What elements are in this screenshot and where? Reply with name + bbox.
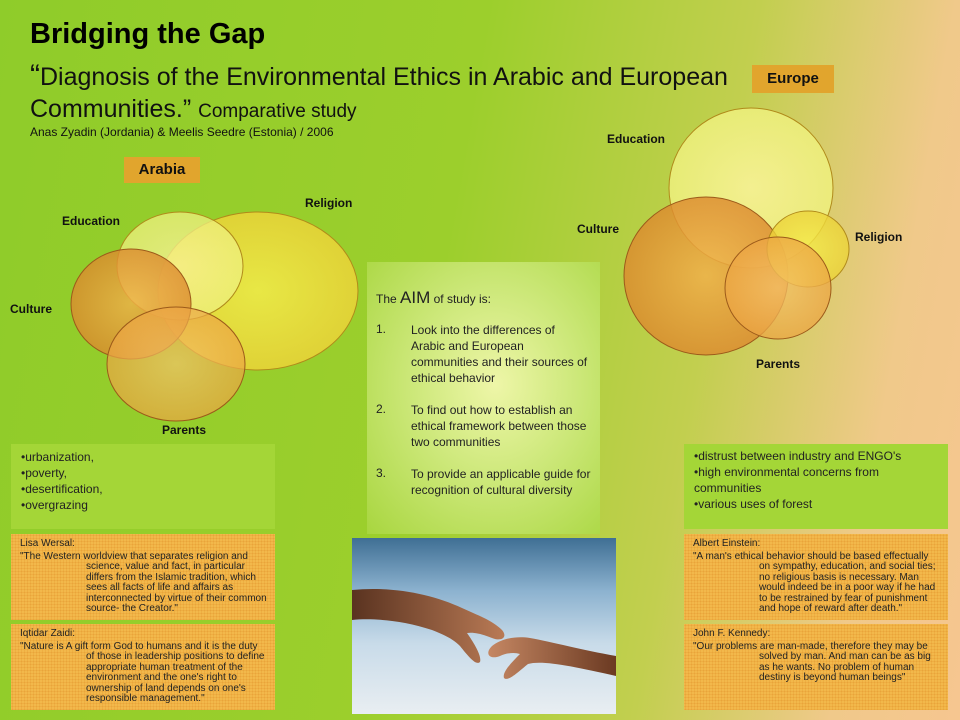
arabia-label-culture: Culture [10,302,52,316]
quote-wersal: Lisa Wersal: "The Western worldview that… [11,534,275,620]
quote-text: "Our problems are man-made, therefore th… [693,640,931,683]
arabia-label-parents: Parents [162,423,207,437]
hands-illustration [352,588,616,679]
quote-text: "Nature is A gift form God to humans and… [20,640,265,704]
quote-text: "A man's ethical behavior should be base… [693,550,936,614]
quote-author: Iqtidar Zaidi: [20,628,76,639]
issue-item: •overgrazing [21,498,88,512]
subtitle-main: Diagnosis of the Environmental Ethics in… [30,63,728,123]
subtitle-tail: Comparative study [198,101,357,122]
left-hand [352,588,505,663]
right-hand [488,637,616,679]
quote-author: Lisa Wersal: [20,538,75,549]
quote-author: Albert Einstein: [693,538,761,549]
issue-item: •urbanization, [21,450,94,464]
issue-item: •high environmental concerns from commun… [694,465,879,495]
europe-issues-box: •distrust between industry and ENGO's •h… [684,444,948,529]
quote-author: John F. Kennedy: [693,628,771,639]
arabia-label-education: Education [62,214,121,228]
issue-item: •poverty, [21,466,67,480]
hands-photo [352,538,616,714]
issue-item: •distrust between industry and ENGO's [694,449,902,463]
europe-label-education: Education [607,132,666,146]
poster-subtitle: “Diagnosis of the Environmental Ethics i… [30,60,730,128]
arabia-parents-circle [106,306,246,422]
quote-mark: “ [30,59,40,92]
arabia-issues-box: •urbanization, •poverty, •desertificatio… [11,444,275,529]
europe-parents-circle [724,236,832,340]
issue-item: •various uses of forest [694,497,813,511]
arabia-label-religion: Religion [305,196,353,210]
europe-label-parents: Parents [756,357,801,371]
poster-title: Bridging the Gap [30,18,266,50]
europe-tag: Europe [752,65,834,93]
issue-item: •desertification, [21,482,103,496]
europe-label-culture: Culture [577,222,619,236]
quote-zaidi: Iqtidar Zaidi: "Nature is A gift form Go… [11,624,275,710]
aim-heading: The AIM of study is: [376,288,491,307]
quote-einstein: Albert Einstein: "A man's ethical behavi… [684,534,948,620]
arabia-tag: Arabia [124,157,200,183]
europe-label-religion: Religion [855,230,903,244]
quote-text: "The Western worldview that separates re… [20,550,267,614]
aim-word: AIM [400,288,431,307]
aim-box: The AIM of study is: 1.Look into the dif… [367,262,600,534]
authors-line: Anas Zyadin (Jordania) & Meelis Seedre (… [30,125,334,139]
quote-kennedy: John F. Kennedy: "Our problems are man-m… [684,624,948,710]
